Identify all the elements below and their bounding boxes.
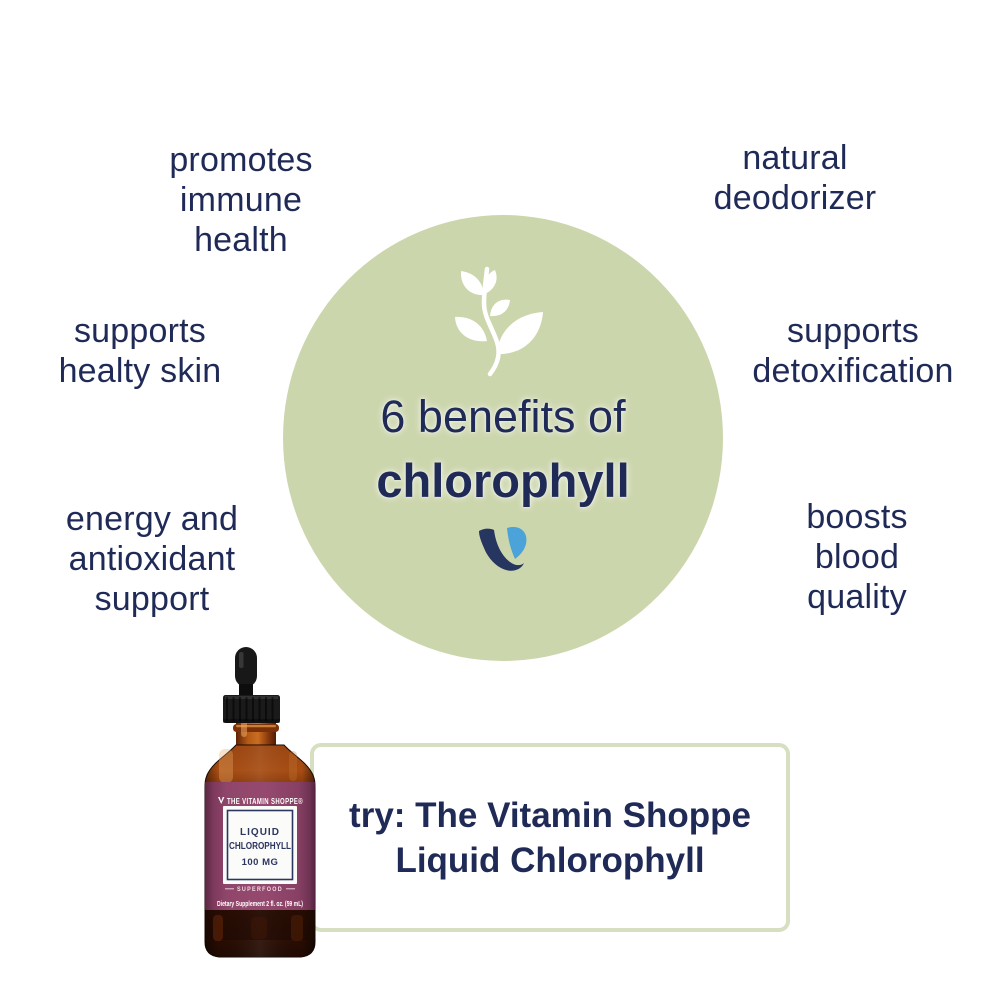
label-white-panel [223, 806, 297, 884]
dropper-collar [239, 684, 253, 697]
leaf [485, 270, 497, 293]
bottle-bottom-glint [213, 915, 223, 941]
leaf [460, 271, 484, 296]
label-panel-border [226, 809, 294, 881]
center-heading-line1: 6 benefits of [380, 391, 626, 442]
leaf [497, 312, 543, 355]
label-dose: 100 MG [242, 857, 279, 868]
benefit-line: immune [179, 181, 303, 219]
benefit-line: detoxification [752, 352, 954, 390]
leaf-sprig-icon [455, 266, 543, 377]
benefit-supports-detoxification: supports detoxification [708, 311, 998, 391]
dropper-cap [223, 695, 280, 723]
benefit-line: boosts [806, 498, 908, 536]
benefit-line: healty skin [58, 352, 222, 390]
cta-line1: try: The Vitamin Shoppe [349, 795, 751, 835]
glass-highlight [289, 751, 297, 781]
benefit-line: supports [73, 312, 206, 350]
label-brand: THE VITAMIN SHOPPE® [227, 797, 303, 806]
benefit-supports-healthy-skin: supports healty skin [0, 311, 280, 391]
benefit-line: promotes [169, 141, 313, 179]
bottle-bottom-shade [205, 910, 315, 940]
label-details: Dietary Supplement 2 fl. oz. (59 mL) [217, 899, 303, 908]
glass-highlight [219, 749, 233, 783]
benefit-line: energy and [65, 500, 239, 538]
center-circle [283, 215, 723, 661]
product-bottle: THE VITAMIN SHOPPE® LIQUID CHLOROPHYLL 1… [204, 647, 316, 958]
center-heading-line2: chlorophyll [376, 454, 630, 507]
benefit-line: blood [814, 538, 900, 576]
leaf [455, 316, 487, 342]
cta-line2: Liquid Chlorophyll [395, 840, 705, 880]
dropper-bulb [235, 647, 257, 687]
bottle-bottom-glint [291, 915, 303, 941]
vitamin-shoppe-v-small-icon [218, 797, 225, 804]
dropper-cap-shadow [223, 719, 280, 723]
benefit-line: antioxidant [68, 540, 236, 578]
v-logo-blue-petal [507, 526, 527, 559]
benefit-boosts-blood-quality: boosts blood quality [707, 497, 1000, 617]
cta-box: try: The Vitamin Shoppe Liquid Chlorophy… [310, 743, 790, 932]
benefit-line: quality [807, 578, 907, 616]
benefit-line: deodorizer [713, 179, 877, 217]
leaf [490, 299, 510, 317]
benefit-natural-deodorizer: natural deodorizer [645, 138, 945, 218]
benefit-line: natural [742, 139, 848, 177]
benefit-line: supports [786, 312, 919, 350]
v-logo-navy-swoosh [479, 528, 524, 571]
vitamin-shoppe-v-icon [479, 526, 527, 571]
leaf-stem [481, 266, 501, 377]
label-title-line1: LIQUID [240, 827, 280, 838]
benefit-promotes-immune-health: promotes immune health [91, 140, 391, 260]
benefit-energy-antioxidant-support: energy and antioxidant support [2, 499, 302, 619]
benefit-line: support [94, 580, 210, 618]
dropper-cap-highlight [225, 696, 278, 699]
label-badge: SUPERFOOD [237, 886, 283, 893]
label-title-line2: CHLOROPHYLL [229, 840, 291, 852]
dropper-cap-ridges [226, 697, 274, 721]
benefit-line: health [194, 221, 288, 259]
dropper-bulb-highlight [239, 652, 244, 668]
bottle-bottom-glint [251, 917, 267, 939]
